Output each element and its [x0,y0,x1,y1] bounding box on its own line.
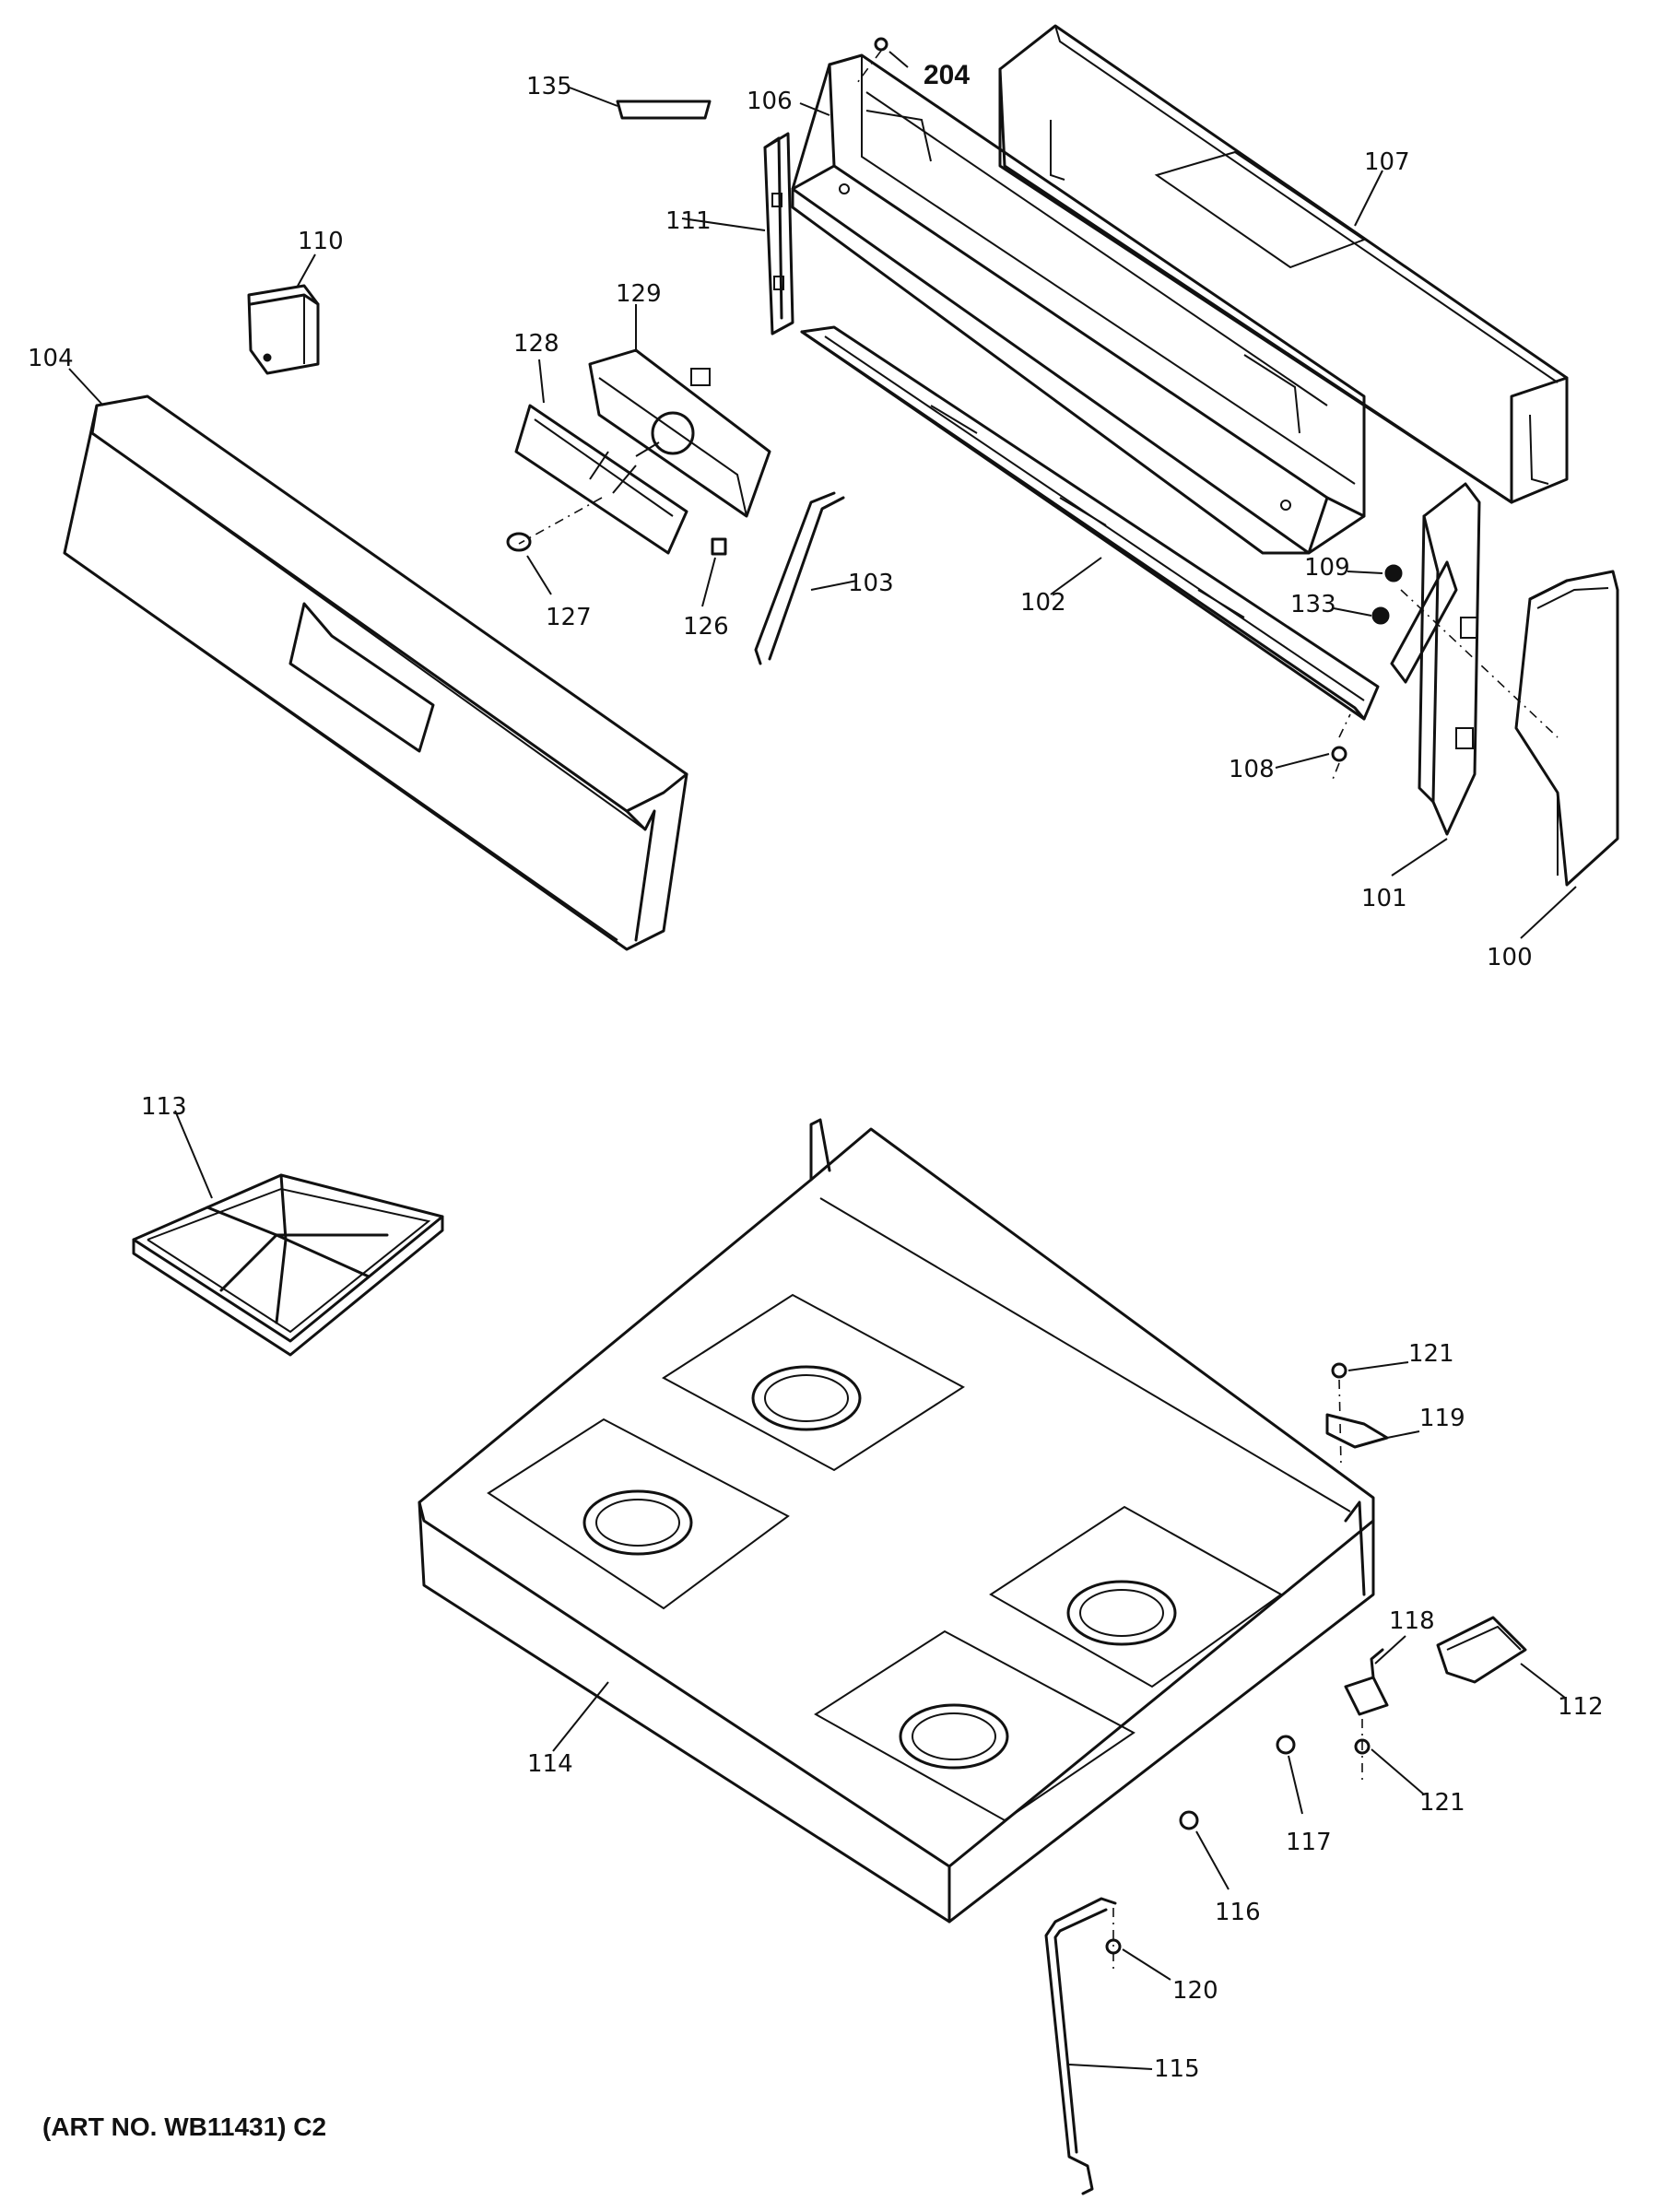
callout-133: 133 [1290,591,1336,618]
fastener-108 [1331,746,1347,762]
part-115-rod [1044,1897,1117,2195]
part-118-bracket [1344,1648,1389,1716]
callout-204: 204 [924,60,970,90]
callout-113: 113 [141,1093,187,1121]
part-103-rod [754,491,845,665]
callout-116: 116 [1215,1899,1261,1926]
callout-106: 106 [747,88,793,115]
callout-114: 114 [527,1750,573,1778]
callout-135: 135 [526,73,572,100]
part-111-side-bracket [763,132,794,335]
fastener-116 [1179,1810,1199,1830]
part-101-end-bracket [1390,482,1481,836]
callout-121-top: 121 [1408,1340,1454,1368]
callout-103: 103 [848,570,894,597]
callout-117: 117 [1286,1829,1332,1856]
callout-100: 100 [1487,944,1533,971]
part-127-knob [506,532,532,552]
callout-121-bottom: 121 [1419,1789,1465,1817]
callout-112: 112 [1558,1693,1604,1721]
fastener-204 [874,37,888,52]
fastener-109 [1384,564,1403,582]
part-135-clip [616,100,712,120]
part-107-rear-cover [998,24,1569,504]
callout-115: 115 [1154,2055,1200,2083]
part-112-end-piece [1436,1616,1527,1684]
callout-127: 127 [546,604,592,631]
callout-110: 110 [298,228,344,255]
callout-108: 108 [1229,756,1275,783]
callout-104: 104 [28,345,74,372]
callout-111: 111 [665,207,712,235]
callout-109: 109 [1304,554,1350,582]
callout-107: 107 [1364,148,1410,176]
fastener-121-top [1331,1362,1347,1379]
callout-126: 126 [683,613,729,641]
part-119-bracket [1325,1413,1389,1449]
part-126-clip [711,537,727,556]
part-102-trim-strip [800,325,1380,721]
callout-128: 128 [513,330,559,358]
callout-labels: 135 204 106 107 111 110 129 128 104 109 … [28,60,1604,2083]
part-106-backsplash [791,53,1366,555]
part-129-clock [588,348,771,518]
art-number-caption: (ART NO. WB11431) C2 [42,2112,327,2141]
callout-102: 102 [1020,589,1066,617]
fastener-121-bottom [1354,1738,1371,1755]
part-113-grate [132,1173,444,1357]
part-114-cooktop [418,1118,1375,1924]
callout-101: 101 [1361,885,1407,912]
callout-120: 120 [1172,1977,1218,2005]
fastener-133 [1371,606,1390,625]
callout-129: 129 [616,280,662,308]
fastener-117 [1276,1735,1296,1755]
callout-119: 119 [1419,1405,1465,1432]
part-128-lens [514,404,688,555]
callout-118: 118 [1389,1607,1435,1635]
part-104-control-panel [63,394,688,951]
part-110-block [247,284,320,375]
part-100-end-cap [1514,570,1619,887]
